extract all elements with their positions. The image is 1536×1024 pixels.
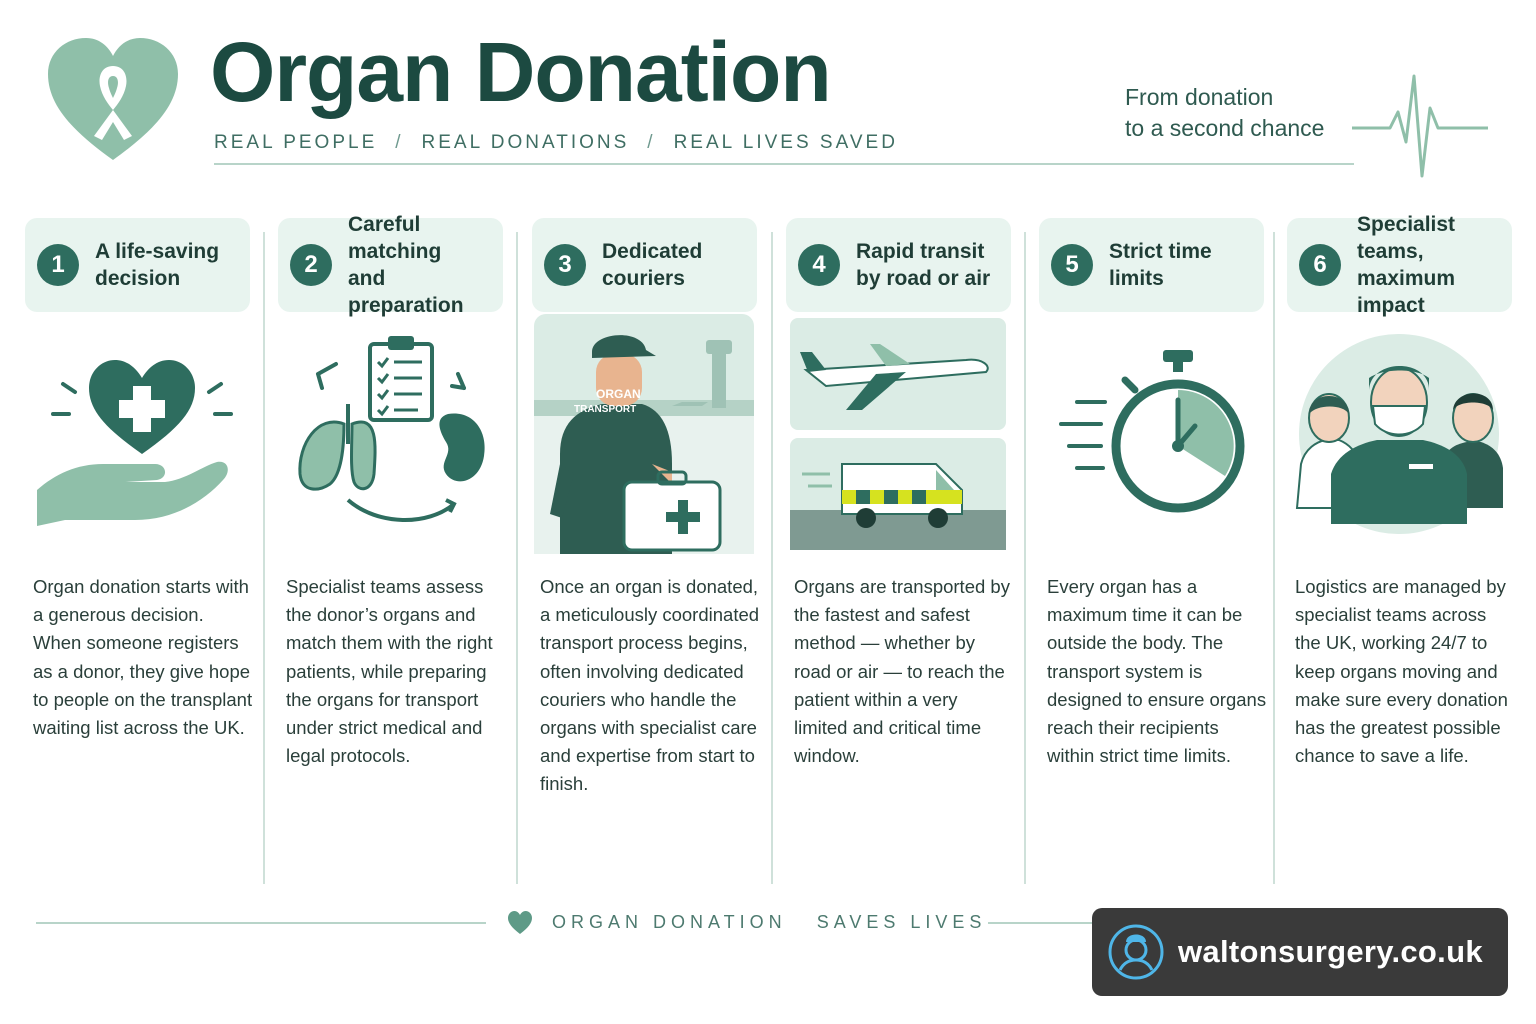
step-title-line: Careful matching	[348, 213, 442, 263]
watermark-badge[interactable]: waltonsurgery.co.uk	[1092, 908, 1508, 996]
subtitle-real-people: REAL PEOPLE	[214, 132, 378, 153]
header-divider	[214, 163, 1354, 165]
footer-slogan-part2: SAVES LIVES	[816, 912, 987, 932]
step-number: 5	[1051, 244, 1093, 286]
subtitle-real-donations: REAL DONATIONS	[421, 132, 630, 153]
step-description: Logistics are managed by specialist team…	[1295, 576, 1508, 767]
step-header: 6 Specialist teams, maximum impact	[1287, 213, 1512, 317]
step-header: 1 A life-saving decision	[25, 218, 250, 312]
step-title-line: by road or air	[856, 267, 991, 290]
step-title-line: couriers	[602, 267, 685, 290]
step-title: A life-saving decision	[95, 238, 219, 292]
step-number: 2	[290, 244, 332, 286]
step-5: 5 Strict time limits Every organ has a m…	[1039, 218, 1266, 868]
footer-slogan: ORGAN DONATION SAVES LIVES	[552, 912, 986, 933]
column-divider	[263, 232, 265, 884]
step-title-line: A life-saving	[95, 240, 220, 263]
step-title: Strict time limits	[1109, 238, 1212, 292]
clipboard-lungs-kidney-icon	[298, 336, 485, 522]
subtitle: REAL PEOPLE / REAL DONATIONS / REAL LIVES SA…	[214, 132, 898, 154]
step-4: 4 Rapid transit by road or air Organs ar…	[786, 218, 1011, 868]
step-number: 3	[544, 244, 586, 286]
step-title: Rapid transit by road or air	[856, 238, 990, 292]
step-title-line: maximum impact	[1357, 267, 1456, 317]
step-3: 3 Dedicated couriers ORGAN TRANSPORT Onc…	[532, 218, 759, 868]
tagline-line-2: to a second chance	[1125, 115, 1325, 141]
step-title-line: Dedicated	[602, 240, 703, 263]
courier-with-box-illustration: ORGAN TRANSPORT	[534, 314, 754, 554]
step-header: 2 Careful matching and preparation	[278, 213, 503, 317]
tagline-line-1: From donation	[1125, 84, 1274, 110]
step-title-line: Specialist teams,	[1357, 213, 1456, 263]
step-number: 6	[1299, 244, 1341, 286]
tagline: From donation to a second chance	[1125, 82, 1324, 144]
step-title-line: Strict time	[1109, 240, 1212, 263]
footer-divider-right	[988, 922, 1098, 924]
step-title: Specialist teams, maximum impact	[1357, 211, 1512, 319]
jacket-transport-text: TRANSPORT	[574, 404, 636, 415]
step-title: Careful matching and preparation	[348, 211, 503, 319]
step-title: Dedicated couriers	[602, 238, 702, 292]
column-divider	[1273, 232, 1275, 884]
column-divider	[516, 232, 518, 884]
column-divider	[1024, 232, 1026, 884]
footer-slogan-part1: ORGAN DONATION	[552, 912, 787, 932]
step-description: Specialist teams assess the donor’s orga…	[286, 576, 493, 767]
heart-ribbon-icon	[48, 38, 178, 160]
subtitle-separator: /	[395, 132, 404, 153]
step-title-line: limits	[1109, 267, 1164, 290]
subtitle-real-lives-saved: REAL LIVES SAVED	[673, 132, 898, 153]
step-number: 1	[37, 244, 79, 286]
step-6: 6 Specialist teams, maximum impact Logis…	[1287, 213, 1512, 868]
step-description: Every organ has a maximum time it can be…	[1047, 576, 1267, 767]
step-title-line: decision	[95, 267, 181, 290]
step-2: 2 Careful matching and preparation Speci…	[278, 213, 503, 868]
step-title-line: and preparation	[348, 267, 464, 317]
step-description: Organs are transported by the fastest an…	[794, 576, 1010, 767]
subtitle-separator: /	[647, 132, 656, 153]
step-number: 4	[798, 244, 840, 286]
watermark-text[interactable]: waltonsurgery.co.uk	[1178, 934, 1483, 969]
page-title: Organ Donation	[210, 25, 832, 119]
stopwatch-icon	[1059, 350, 1245, 513]
plane-and-ambulance-illustration	[790, 318, 1006, 550]
jacket-organ-text: ORGAN	[596, 387, 641, 401]
heart-icon	[508, 911, 532, 934]
column-divider	[771, 232, 773, 884]
step-description: Organ donation starts with a generous de…	[33, 576, 253, 739]
step-header: 5 Strict time limits	[1039, 218, 1264, 312]
step-header: 4 Rapid transit by road or air	[786, 218, 1011, 312]
step-1: 1 A life-saving decision Organ donation …	[25, 218, 252, 868]
medical-team-illustration	[1295, 334, 1503, 534]
doctor-avatar-icon	[1108, 924, 1164, 980]
step-title-line: Rapid transit	[856, 240, 985, 263]
hand-holding-heart-icon	[37, 360, 233, 526]
footer-divider-left	[36, 922, 486, 924]
step-header: 3 Dedicated couriers	[532, 218, 757, 312]
step-description: Once an organ is donated, a meticulously…	[540, 576, 760, 795]
heartbeat-pulse-icon	[1352, 74, 1488, 178]
